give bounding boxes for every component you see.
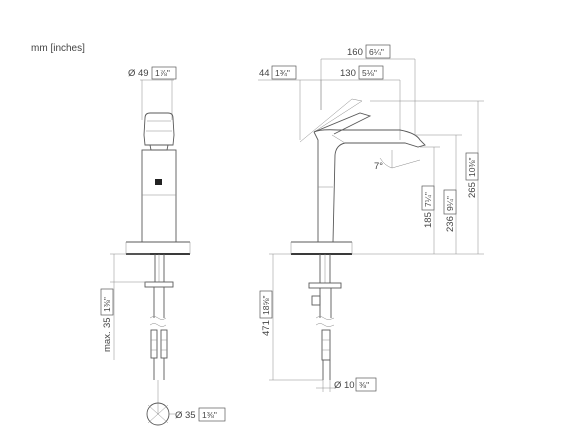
- spout-reach-inch-box: [358, 65, 384, 80]
- hose-length-inch-box: [259, 290, 273, 319]
- spout-diameter-inch-box: [151, 66, 177, 80]
- diameter-symbol: Ø: [128, 68, 136, 79]
- overall-height-dimension: 265 10⅜": [370, 100, 484, 255]
- spout-diameter-dimension: Ø 49 1⅞": [128, 66, 177, 120]
- spout-diameter-mm: 49: [138, 68, 149, 79]
- outlet-height-inch-box: [443, 189, 457, 215]
- max-height-inch: 1⅜": [102, 297, 112, 312]
- hole-diameter-inch-box: [198, 407, 226, 422]
- spout-height-dimension: 185 7¼": [352, 146, 440, 255]
- spout-height-inch: 7¼": [423, 192, 433, 207]
- reach-dimensions: 44 1¾" 130 5⅛": [258, 65, 401, 140]
- overall-height-inch-box: [465, 152, 479, 181]
- lever-offset-mm: 44: [259, 68, 270, 79]
- front-view: Ø 49 1⅞": [100, 66, 226, 426]
- sensor-window: [155, 179, 162, 185]
- spout-reach-mm: 130: [340, 68, 356, 79]
- max-height-dimension: max. 35 1⅜": [100, 253, 150, 360]
- total-depth-dimension: 160 6¼": [320, 44, 416, 135]
- outlet-height-mm: 236: [445, 216, 456, 232]
- hose-length-dimension: 471 18⅝": [259, 253, 323, 381]
- faucet-front-body: [125, 112, 191, 380]
- spout-diameter-inch: 1⅞": [155, 68, 170, 78]
- faucet-side-body: 7°: [290, 112, 426, 380]
- hole-diameter-mm: 35: [185, 410, 196, 421]
- hose-diameter-mm: 10: [344, 380, 355, 391]
- total-depth-inch: 6¼": [369, 47, 384, 57]
- hose-diameter-inch-box: [355, 377, 377, 392]
- total-depth-inch-box: [365, 44, 391, 59]
- hole-diameter-symbol: Ø: [175, 410, 183, 421]
- outlet-height-inch: 9¼": [445, 196, 455, 211]
- hose-diameter-dimension: Ø 10 ⅜": [316, 377, 377, 392]
- overall-height-inch: 10⅜": [467, 157, 477, 177]
- overall-height-mm: 265: [467, 182, 478, 198]
- hole-diameter-dimension: Ø 35 1⅜": [146, 380, 226, 426]
- hole-diameter-inch: 1⅜": [202, 410, 217, 420]
- lever-offset-inch: 1¾": [275, 68, 290, 78]
- hose-diameter-symbol: Ø: [334, 380, 342, 391]
- spout-height-inch-box: [421, 185, 435, 211]
- lever-offset-inch-box: [271, 65, 297, 80]
- spout-height-mm: 185: [423, 212, 434, 228]
- total-depth-mm: 160: [347, 47, 363, 58]
- max-height-mm: 35: [102, 317, 113, 328]
- hose-length-inch: 18⅝": [261, 295, 271, 315]
- spout-reach-inch: 5⅛": [362, 68, 377, 78]
- max-height-prefix: max.: [102, 331, 113, 352]
- outlet-height-dimension: 236 9¼": [415, 134, 462, 255]
- hose-diameter-inch: ⅜": [359, 380, 369, 390]
- units-label: mm [inches]: [31, 43, 85, 54]
- side-view: 160 6¼" 44 1¾" 130 5⅛": [258, 44, 484, 392]
- max-height-inch-box: [100, 288, 114, 316]
- hose-length-mm: 471: [261, 320, 272, 336]
- lever-angle: 7°: [374, 161, 383, 172]
